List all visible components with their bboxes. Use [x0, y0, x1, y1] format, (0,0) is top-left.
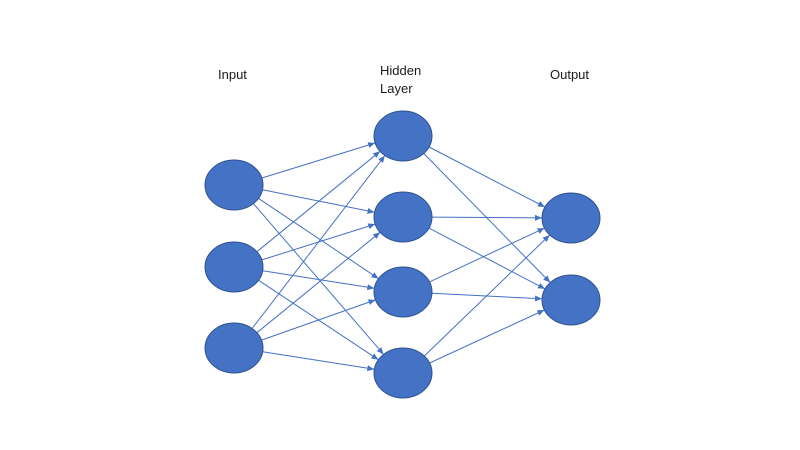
hidden-node-1 [373, 110, 433, 162]
connection-input-3-to-hidden-3 [261, 299, 376, 341]
output-node-1 [541, 192, 601, 244]
input-node-1 [204, 159, 264, 211]
connection-input-3-to-hidden-2 [256, 231, 381, 334]
connection-input-3-to-hidden-1 [251, 155, 386, 329]
input-layer-label: Input [218, 67, 247, 82]
input-node-3 [204, 322, 264, 374]
connection-hidden-3-to-output-1 [429, 227, 545, 283]
output-layer-label: Output [550, 67, 590, 82]
hidden-node-4 [373, 347, 433, 399]
connection-input-3-to-hidden-4 [262, 351, 375, 372]
neurons [204, 110, 601, 399]
hidden-layer-label: Hidden Layer [380, 63, 422, 96]
connection-hidden-2-to-output-1 [431, 214, 543, 221]
connection-hidden-2-to-output-2 [428, 227, 546, 290]
connection-input-1-to-hidden-3 [258, 197, 379, 280]
hidden-node-3 [373, 266, 433, 318]
connection-input-2-to-hidden-3 [262, 270, 375, 291]
input-node-2 [204, 241, 264, 293]
connection-input-2-to-hidden-1 [256, 150, 381, 253]
connections [251, 142, 551, 372]
connection-input-1-to-hidden-1 [261, 142, 376, 179]
connection-hidden-4-to-output-1 [423, 234, 551, 357]
hidden-node-2 [373, 191, 433, 243]
connection-hidden-1-to-output-1 [428, 146, 546, 208]
connection-hidden-4-to-output-2 [429, 309, 545, 364]
output-node-2 [541, 274, 601, 326]
